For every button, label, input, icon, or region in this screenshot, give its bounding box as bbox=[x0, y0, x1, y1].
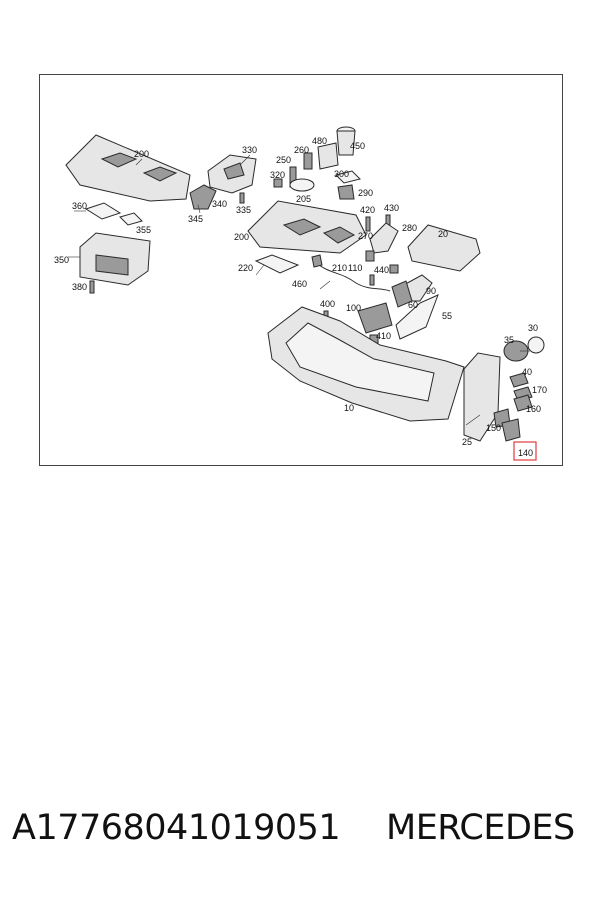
callout-40: 40 bbox=[522, 367, 532, 377]
highlight-140 bbox=[513, 441, 537, 461]
callout-20: 20 bbox=[438, 229, 448, 239]
callout-355: 355 bbox=[136, 225, 151, 235]
part-55-side-panel bbox=[395, 294, 439, 340]
callout-280: 280 bbox=[402, 223, 417, 233]
callout-60: 60 bbox=[408, 300, 418, 310]
part-210-connector bbox=[311, 254, 323, 268]
part-number-text: A17768041019051 bbox=[12, 808, 341, 848]
part-270-clip bbox=[365, 250, 375, 262]
callout-90: 90 bbox=[426, 286, 436, 296]
callout-410: 410 bbox=[376, 331, 391, 341]
callout-140: 140 bbox=[518, 448, 533, 458]
callout-300: 300 bbox=[334, 169, 349, 179]
callout-100: 100 bbox=[346, 303, 361, 313]
part-345-switch bbox=[189, 184, 217, 210]
callout-160: 160 bbox=[526, 404, 541, 414]
callout-380: 380 bbox=[72, 282, 87, 292]
leader-lines bbox=[68, 154, 530, 426]
part-300-cap bbox=[335, 170, 361, 184]
callout-460: 460 bbox=[292, 279, 307, 289]
part-360-pad bbox=[84, 202, 122, 220]
part-info-footer: A17768041019051 MERCEDES bbox=[0, 808, 600, 860]
callout-150: 150 bbox=[486, 423, 501, 433]
part-450-cup-holder bbox=[336, 126, 356, 156]
callout-360: 360 bbox=[72, 201, 87, 211]
callout-200-top: 200 bbox=[134, 149, 149, 159]
callout-25: 25 bbox=[462, 437, 472, 447]
callout-320: 320 bbox=[270, 170, 285, 180]
callout-480: 480 bbox=[312, 136, 327, 146]
callout-35: 35 bbox=[504, 335, 514, 345]
part-460-cable bbox=[313, 260, 391, 292]
callout-260: 260 bbox=[294, 145, 309, 155]
part-260-clip bbox=[303, 152, 313, 170]
brand-text: MERCEDES bbox=[386, 808, 575, 848]
callout-30: 30 bbox=[528, 323, 538, 333]
callout-110: 110 bbox=[348, 263, 362, 273]
callout-205: 205 bbox=[296, 194, 311, 204]
callout-55: 55 bbox=[442, 311, 452, 321]
callout-420: 420 bbox=[360, 205, 375, 215]
part-330-selector-trim bbox=[207, 154, 257, 194]
part-200-center-trim bbox=[247, 200, 367, 254]
part-100-switch-assembly bbox=[357, 302, 393, 334]
callout-290: 290 bbox=[358, 188, 373, 198]
callout-400: 400 bbox=[320, 299, 335, 309]
part-140-usb-module bbox=[501, 418, 521, 442]
part-220-mat bbox=[254, 254, 300, 274]
part-440-clip bbox=[389, 264, 399, 274]
callout-450: 450 bbox=[350, 141, 365, 151]
callout-340: 340 bbox=[212, 199, 227, 209]
part-480-bracket bbox=[317, 142, 339, 170]
callout-250: 250 bbox=[276, 155, 291, 165]
part-290-button bbox=[337, 184, 355, 200]
part-30-ring bbox=[527, 336, 545, 354]
part-205-cover bbox=[289, 178, 315, 192]
callout-200-center: 200 bbox=[234, 232, 249, 242]
callout-330: 330 bbox=[242, 145, 257, 155]
callout-270: 270 bbox=[358, 231, 373, 241]
callout-labels: 200 330 480 450 260 250 300 320 290 205 … bbox=[54, 136, 547, 461]
callout-350: 350 bbox=[54, 255, 69, 265]
callout-170: 170 bbox=[532, 385, 547, 395]
callout-220: 220 bbox=[238, 263, 253, 273]
part-335-screw bbox=[239, 192, 245, 204]
part-380-screw bbox=[89, 280, 95, 294]
part-110-screw bbox=[369, 274, 375, 286]
callout-345: 345 bbox=[188, 214, 203, 224]
part-200-top-trim bbox=[65, 134, 191, 202]
part-420-screw bbox=[365, 216, 371, 232]
callout-335: 335 bbox=[236, 205, 251, 215]
part-320-clip bbox=[273, 178, 283, 188]
callout-430: 430 bbox=[384, 203, 399, 213]
callout-440: 440 bbox=[374, 265, 389, 275]
part-280-bracket bbox=[369, 222, 399, 254]
part-20-armrest-lid bbox=[407, 224, 481, 272]
part-60-housing bbox=[391, 280, 413, 308]
part-355-ring bbox=[119, 212, 143, 226]
part-10-console-body bbox=[267, 306, 465, 422]
exploded-parts-diagram: 200 330 480 450 260 250 300 320 290 205 … bbox=[54, 126, 547, 461]
part-40-cover bbox=[509, 372, 529, 388]
callout-10: 10 bbox=[344, 403, 354, 413]
parts-diagram-frame: 200 330 480 450 260 250 300 320 290 205 … bbox=[39, 74, 563, 466]
callout-210: 210 bbox=[332, 263, 347, 273]
part-160-socket bbox=[513, 394, 533, 412]
part-350-storage-box bbox=[79, 232, 151, 286]
